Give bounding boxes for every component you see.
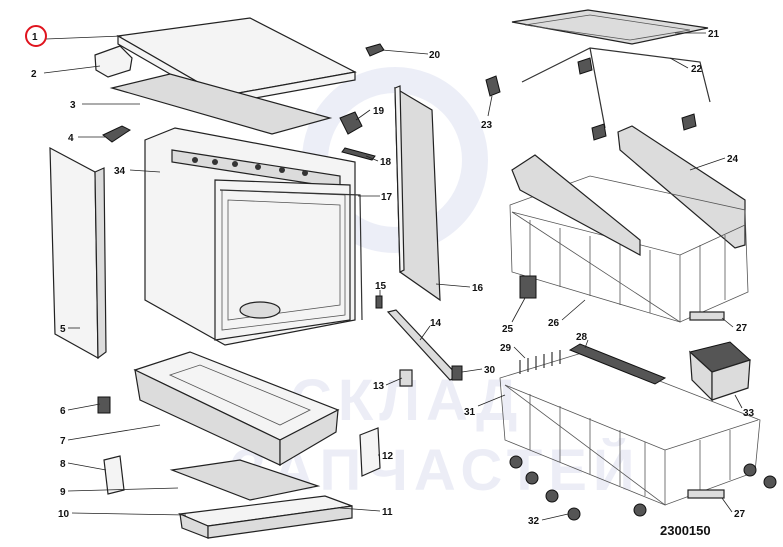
part-rack-wire[interactable] [521, 47, 711, 103]
label-19[interactable]: 19 [373, 106, 385, 117]
part-foot-bracket[interactable] [97, 396, 111, 414]
label-13[interactable]: 13 [373, 381, 385, 392]
part-rack-wire-2 [589, 47, 606, 129]
label-30[interactable]: 30 [484, 365, 496, 376]
label-20[interactable]: 20 [429, 50, 441, 61]
part-basket-handle-upper[interactable] [689, 311, 725, 321]
label-23[interactable]: 23 [481, 120, 493, 131]
part-kick-plate[interactable] [177, 495, 353, 539]
label-4[interactable]: 4 [68, 133, 74, 144]
leader-lines [43, 32, 743, 521]
label-6[interactable]: 6 [60, 406, 66, 417]
label-9[interactable]: 9 [60, 487, 66, 498]
part-basket-wheels[interactable] [509, 455, 777, 521]
part-worktop-rear-bracket[interactable] [94, 45, 133, 78]
label-34[interactable]: 34 [114, 166, 126, 177]
label-21[interactable]: 21 [708, 29, 720, 40]
label-24[interactable]: 24 [727, 154, 739, 165]
label-17[interactable]: 17 [381, 192, 393, 203]
part-cover-plate[interactable] [103, 455, 125, 495]
label-5[interactable]: 5 [60, 324, 66, 335]
part-hinge-bracket-right[interactable] [339, 111, 363, 135]
part-rack-hook[interactable] [681, 113, 697, 131]
part-cutlery-basket[interactable] [688, 341, 751, 402]
part-front-foot-support[interactable] [169, 459, 321, 501]
part-upper-basket[interactable] [509, 154, 749, 323]
label-25[interactable]: 25 [502, 324, 514, 335]
label-8[interactable]: 8 [60, 459, 66, 470]
part-folding-tines[interactable] [519, 350, 561, 374]
highlight-circle [25, 25, 47, 47]
part-rack-hook[interactable] [591, 123, 607, 141]
part-hinge-bracket[interactable] [102, 125, 131, 143]
label-31[interactable]: 31 [464, 407, 476, 418]
label-7[interactable]: 7 [60, 436, 66, 447]
part-side-panel-left[interactable] [49, 146, 107, 360]
part-cutlery-tray[interactable] [511, 9, 709, 45]
part-basket-handle-lower[interactable] [687, 489, 725, 499]
label-3[interactable]: 3 [70, 100, 76, 111]
label-12[interactable]: 12 [382, 451, 394, 462]
part-clip[interactable] [399, 369, 413, 387]
label-14[interactable]: 14 [430, 318, 442, 329]
label-28[interactable]: 28 [576, 332, 588, 343]
drawing-number: 2300150 [660, 523, 711, 538]
part-fixing-clip[interactable] [365, 43, 385, 57]
part-tub-cabinet[interactable] [144, 127, 356, 346]
label-27-lower[interactable]: 27 [734, 509, 746, 520]
label-18[interactable]: 18 [380, 157, 392, 168]
part-base-tray[interactable] [133, 351, 340, 467]
label-2[interactable]: 2 [31, 69, 37, 80]
label-22[interactable]: 22 [691, 64, 703, 75]
part-rack-hook[interactable] [485, 75, 501, 97]
part-bracket-plate[interactable] [359, 427, 381, 477]
label-1[interactable]: 1 [32, 32, 38, 43]
label-11[interactable]: 11 [382, 507, 393, 518]
part-labels: 1 2 3 4 5 6 7 8 9 10 11 12 13 14 15 16 1… [31, 29, 755, 538]
label-32[interactable]: 32 [528, 516, 540, 527]
part-screw[interactable] [375, 295, 383, 309]
part-plate-tines[interactable] [568, 343, 667, 385]
label-29[interactable]: 29 [500, 343, 512, 354]
label-26[interactable]: 26 [548, 318, 560, 329]
part-control-strip[interactable] [341, 147, 376, 161]
part-rail-end-cap[interactable] [451, 365, 463, 381]
part-rack-adjuster[interactable] [519, 275, 537, 299]
label-33[interactable]: 33 [743, 408, 755, 419]
label-10[interactable]: 10 [58, 509, 70, 520]
part-tub-seal[interactable] [219, 189, 363, 321]
label-16[interactable]: 16 [472, 283, 484, 294]
label-27-upper[interactable]: 27 [736, 323, 748, 334]
part-side-panel-right[interactable] [394, 85, 441, 302]
part-rack-hook[interactable] [577, 57, 593, 75]
label-15[interactable]: 15 [375, 281, 387, 292]
part-insulation-sheet[interactable] [109, 73, 333, 135]
part-cup-shelf[interactable] [617, 125, 746, 249]
